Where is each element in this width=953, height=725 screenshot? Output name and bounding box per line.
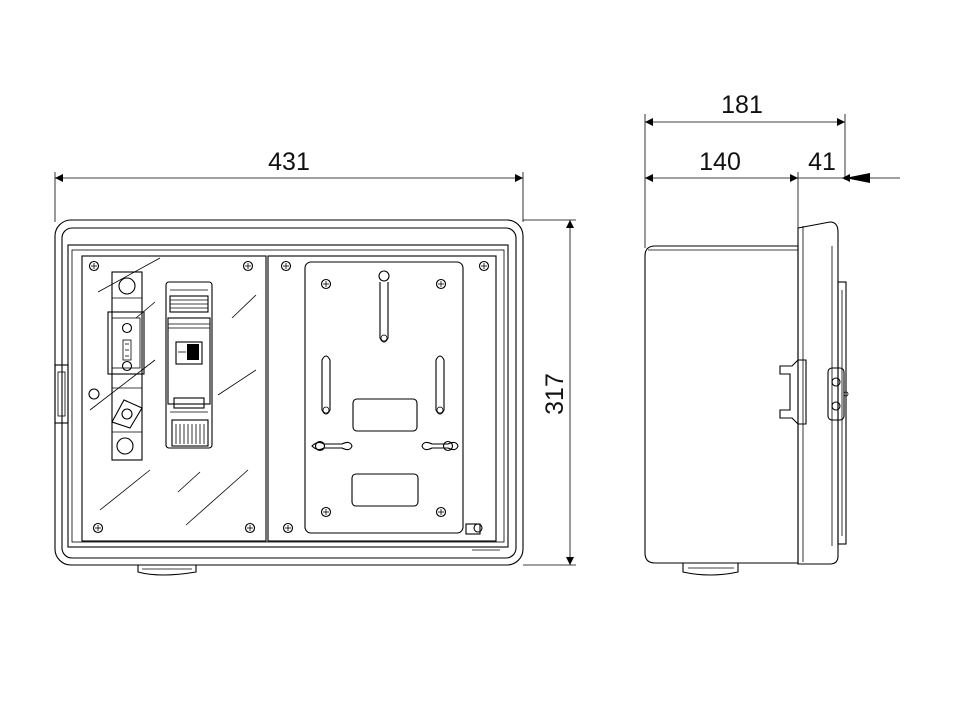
glass-hatch: [89, 257, 257, 526]
front-view: [54, 219, 524, 576]
side-cover: [797, 221, 839, 565]
dimension-front-width: 431: [54, 148, 524, 222]
dim-label-front-width: 431: [268, 148, 310, 176]
fuse-holder: [88, 271, 145, 461]
dim-label-front-height: 317: [541, 373, 569, 415]
dimension-side-body: 140: [645, 148, 799, 230]
circuit-breaker: [165, 281, 213, 449]
side-latch: [779, 359, 807, 425]
side-body: [644, 245, 799, 564]
dim-label-side-total: 181: [721, 91, 763, 119]
left-panel: [81, 255, 267, 542]
dim-label-side-body: 140: [699, 148, 741, 176]
dimension-front-height: 317: [523, 219, 576, 566]
front-base-foot: [137, 565, 197, 576]
dimension-side-cover: 41: [798, 148, 900, 183]
side-view: [644, 221, 849, 576]
meter-mounting-plate: [304, 261, 483, 535]
front-housing-rim: [61, 227, 517, 559]
hinge-left: [54, 364, 69, 424]
panel-screws: [88, 260, 490, 534]
dimension-side-total: 181: [644, 91, 846, 248]
right-panel: [267, 255, 497, 542]
dim-label-side-cover: 41: [808, 148, 836, 176]
side-base-foot: [682, 563, 739, 576]
